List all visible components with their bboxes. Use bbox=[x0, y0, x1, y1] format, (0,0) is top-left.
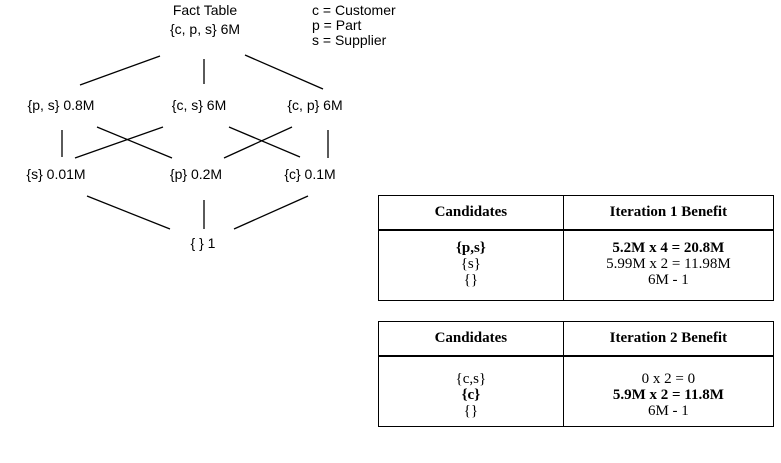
candidate-value: {s} bbox=[460, 256, 481, 272]
edge-cs-s bbox=[74, 126, 164, 159]
benefit-value: 5.2M x 4 = 20.8M bbox=[612, 240, 725, 256]
column-header-benefit: Iteration 2 Benefit bbox=[562, 321, 775, 357]
table-row: {c,s} {c} {} 0 x 2 = 0 5.9M x 2 = 11.8M … bbox=[378, 356, 775, 427]
table-header-row: Candidates Iteration 1 Benefit bbox=[378, 195, 775, 231]
node-ps: {p, s} 0.8M bbox=[27, 97, 95, 113]
edge-s-empty bbox=[86, 195, 171, 230]
benefit-value: 6M - 1 bbox=[647, 272, 689, 288]
benefit-value: 5.9M x 2 = 11.8M bbox=[612, 387, 724, 403]
candidate-value: {p,s} bbox=[455, 240, 486, 256]
edge-cp-p bbox=[223, 126, 293, 159]
edge-cs-c bbox=[228, 126, 301, 158]
node-s: {s} 0.01M bbox=[26, 166, 86, 182]
node-cps: {c, p, s} 6M bbox=[169, 21, 241, 37]
benefit-cell: 5.2M x 4 = 20.8M 5.99M x 2 = 11.98M 6M -… bbox=[562, 230, 775, 301]
edge-cps-cp bbox=[244, 54, 324, 90]
candidate-value: {c,s} bbox=[455, 371, 487, 387]
candidate-value: {c} bbox=[461, 387, 481, 403]
fact-table-title: Fact Table bbox=[172, 2, 238, 18]
edge-cps-ps bbox=[79, 55, 161, 86]
column-header-benefit: Iteration 1 Benefit bbox=[562, 195, 775, 231]
benefit-value: 0 x 2 = 0 bbox=[641, 371, 696, 387]
table-header-row: Candidates Iteration 2 Benefit bbox=[378, 321, 775, 357]
candidates-cell: {p,s} {s} {} bbox=[378, 230, 564, 301]
node-p: {p} 0.2M bbox=[169, 166, 223, 182]
candidates-cell: {c,s} {c} {} bbox=[378, 356, 564, 427]
edge-ps-p bbox=[96, 126, 173, 159]
node-c: {c} 0.1M bbox=[284, 166, 336, 182]
legend-part: p = Part bbox=[312, 17, 362, 33]
edge-c-empty bbox=[233, 195, 309, 230]
benefit-value: 6M - 1 bbox=[647, 403, 689, 419]
table-row: {p,s} {s} {} 5.2M x 4 = 20.8M 5.99M x 2 … bbox=[378, 230, 775, 301]
column-header-candidates: Candidates bbox=[378, 321, 564, 357]
benefit-cell: 0 x 2 = 0 5.9M x 2 = 11.8M 6M - 1 bbox=[562, 356, 775, 427]
candidate-value: {} bbox=[463, 403, 479, 419]
iteration-2-table: Candidates Iteration 2 Benefit {c,s} {c}… bbox=[378, 321, 775, 427]
node-cs: {c, s} 6M bbox=[171, 97, 227, 113]
iteration-1-table: Candidates Iteration 1 Benefit {p,s} {s}… bbox=[378, 195, 775, 301]
node-empty: { } 1 bbox=[190, 235, 216, 251]
legend-customer: c = Customer bbox=[312, 2, 396, 18]
candidate-value: {} bbox=[463, 272, 479, 288]
node-cp: {c, p} 6M bbox=[287, 97, 343, 113]
benefit-value: 5.99M x 2 = 11.98M bbox=[606, 256, 731, 272]
column-header-candidates: Candidates bbox=[378, 195, 564, 231]
legend-supplier: s = Supplier bbox=[312, 32, 387, 48]
